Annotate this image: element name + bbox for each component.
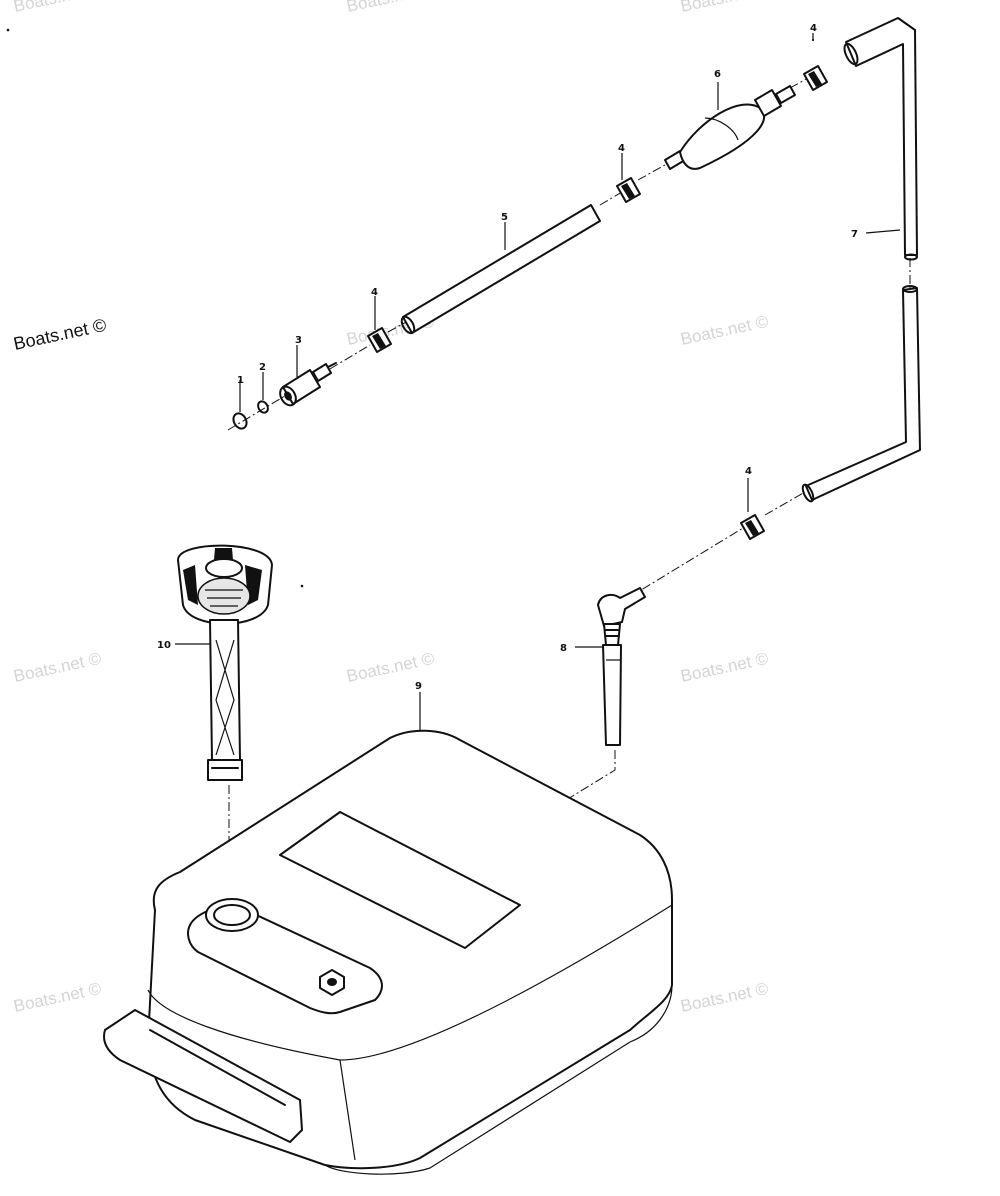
watermark: Boats.net ©	[345, 649, 437, 686]
watermark: Boats.net ©	[679, 0, 771, 16]
part-2-washer	[257, 400, 269, 414]
watermark: Boats.net ©	[679, 649, 771, 686]
watermark: Boats.net ©	[12, 649, 104, 686]
part-3-connector	[279, 362, 337, 407]
part-4-fitting	[803, 65, 828, 91]
part-7-hose	[843, 17, 918, 261]
stray-dot	[6, 28, 10, 32]
part-6-primer-bulb	[664, 85, 796, 170]
callout-5: 5	[501, 212, 508, 223]
callout-4: 4	[371, 287, 378, 298]
watermark: Boats.net ©	[345, 0, 437, 16]
part-10-fuel-gauge	[177, 544, 273, 781]
callout-10: 10	[157, 640, 171, 651]
part-4-fitting	[616, 177, 641, 203]
callout-1: 1	[237, 375, 244, 386]
brand-label: Boats.net ©	[12, 315, 108, 354]
watermark: Boats.net ©	[12, 979, 104, 1016]
watermark: Boats.net ©	[679, 312, 771, 349]
part-7-hose-lower	[801, 285, 921, 503]
callout-8: 8	[560, 643, 567, 654]
callout-9: 9	[415, 681, 422, 692]
callout-4: 4	[745, 466, 752, 477]
part-9-fuel-tank	[102, 729, 673, 1175]
watermark: Boats.net ©	[12, 0, 104, 16]
part-4-fitting	[367, 327, 392, 353]
callout-7: 7	[851, 229, 858, 240]
callout-3: 3	[295, 335, 302, 346]
part-5-fuel-hose	[400, 204, 601, 335]
part-1-o-ring	[232, 412, 248, 430]
stray-dot	[300, 584, 304, 588]
watermark: Boats.net ©	[679, 979, 771, 1016]
callout-6: 6	[714, 69, 721, 80]
callout-4: 4	[810, 23, 817, 34]
part-4-fitting	[740, 514, 765, 540]
part-8-pickup-tube	[597, 587, 646, 746]
callout-2: 2	[259, 362, 266, 373]
callout-labels: 1 2 3 4 4 4 4 5 6 7 8 9 10	[157, 23, 858, 692]
callout-4: 4	[618, 143, 625, 154]
leader-lines	[175, 33, 901, 730]
